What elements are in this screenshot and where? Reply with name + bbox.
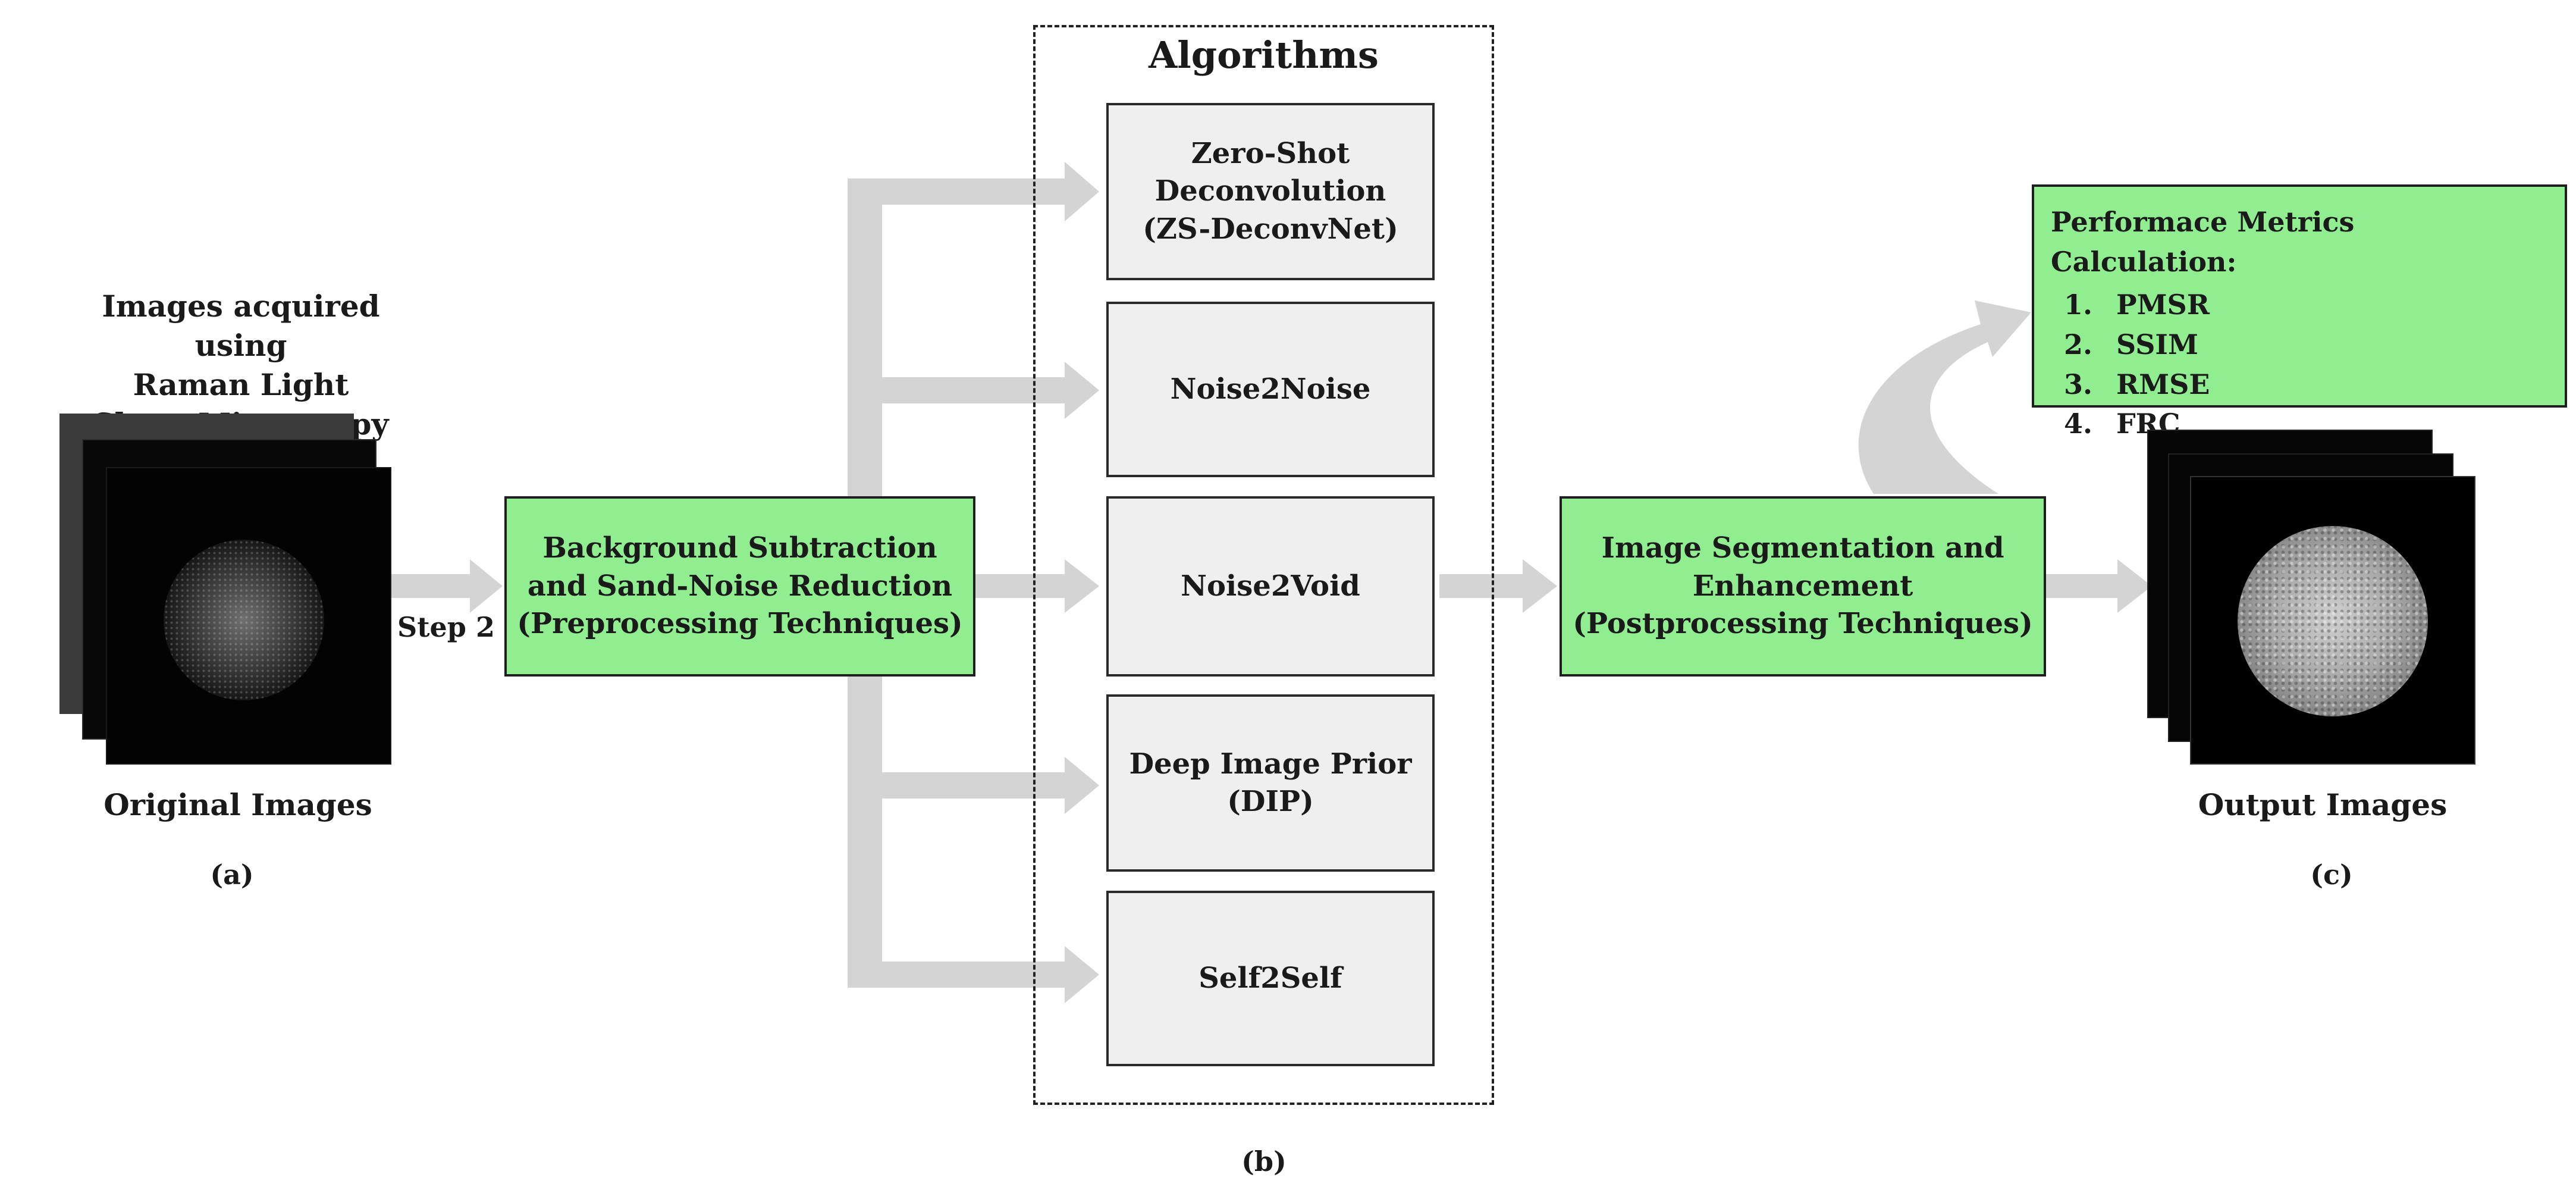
algo-self2self-box: Self2Self <box>1106 891 1435 1066</box>
metric-item: SSIM <box>2102 325 2548 365</box>
arrow-to-noise2noise <box>882 362 1099 419</box>
algo-zs-deconvnet-box: Zero-Shot Deconvolution (ZS-DeconvNet) <box>1106 103 1435 280</box>
arrow-preprocessing-to-noise2void <box>975 559 1099 613</box>
algorithms-title: Algorithms <box>1149 33 1379 77</box>
algorithms-frame <box>1033 25 1494 1105</box>
arrow-to-postprocessing <box>1439 559 1557 613</box>
arrow-to-preprocessing <box>390 559 503 613</box>
original-images-caption: Original Images <box>103 787 372 822</box>
algo-dip-box: Deep Image Prior (DIP) <box>1106 694 1435 872</box>
metrics-title: Performace Metrics Calculation: <box>2051 206 2355 278</box>
metrics-box: Performace Metrics Calculation: PMSR SSI… <box>2032 184 2567 440</box>
postprocessing-box: Image Segmentation and Enhancement (Post… <box>1560 496 2046 677</box>
metric-item: RMSE <box>2102 365 2548 405</box>
panel-label-b: (b) <box>1241 1145 1287 1178</box>
original-image <box>106 467 391 765</box>
panel-label-a: (a) <box>210 859 254 891</box>
metric-item: PMSR <box>2102 285 2548 325</box>
arrow-to-self2self <box>848 946 1099 1003</box>
output-image <box>2190 476 2475 765</box>
arrow-to-dip <box>882 757 1099 814</box>
arrow-to-zs-deconvnet <box>848 162 1099 221</box>
panel-label-c: (c) <box>2310 859 2353 891</box>
curved-arrow-to-metrics <box>1858 300 2031 494</box>
output-images-caption: Output Images <box>2198 787 2448 822</box>
algo-noise2noise-box: Noise2Noise <box>1106 302 1435 477</box>
step-label: Step 2 <box>397 611 495 643</box>
original-image-stack <box>59 414 393 771</box>
output-image-stack <box>2147 430 2480 765</box>
preprocessing-box: Background Subtraction and Sand-Noise Re… <box>504 496 975 677</box>
metrics-list: PMSR SSIM RMSE FRC <box>2051 285 2548 444</box>
algo-noise2void-box: Noise2Void <box>1106 496 1435 677</box>
arrow-to-output-images <box>2046 559 2152 613</box>
